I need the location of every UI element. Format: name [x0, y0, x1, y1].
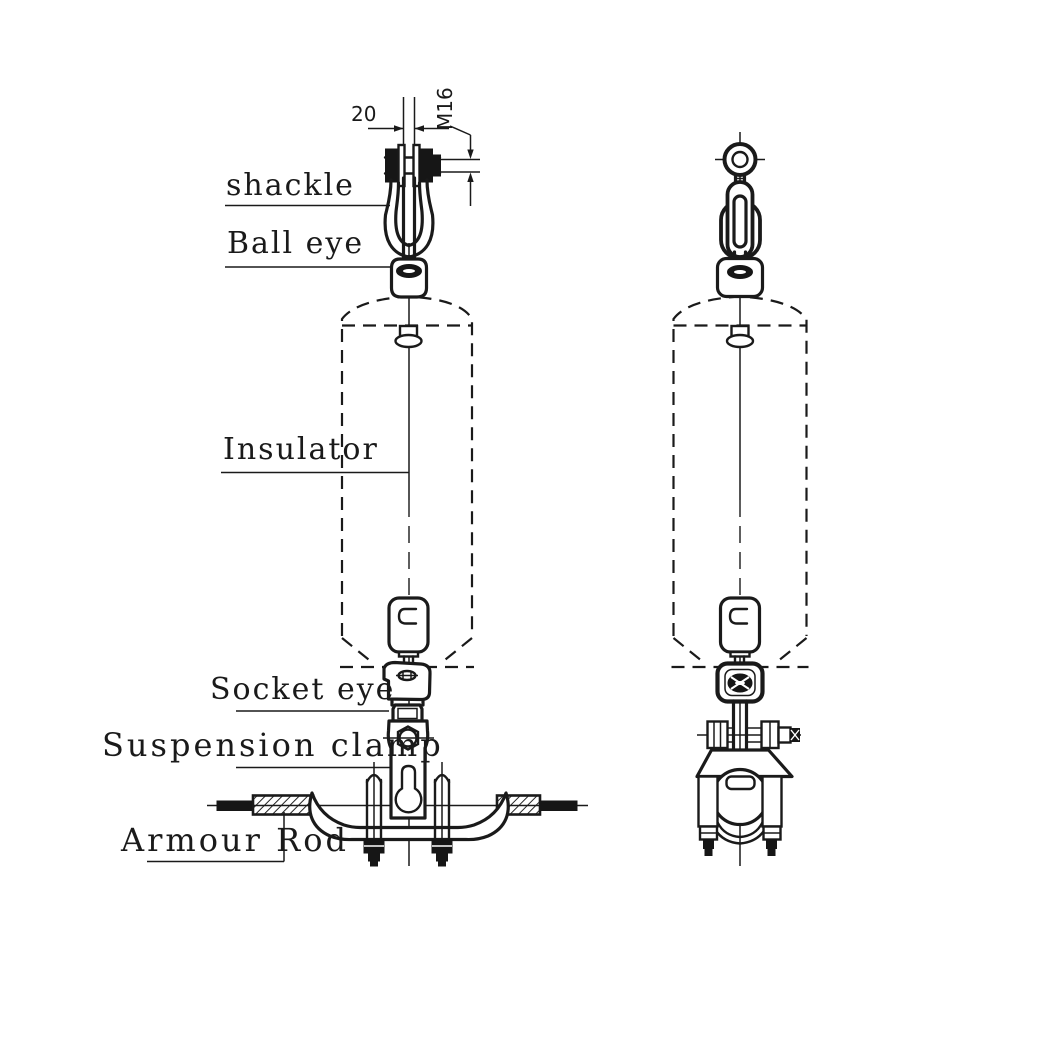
- clamp-bolt-side: [697, 699, 801, 755]
- dim-m16-text: M16: [433, 87, 457, 130]
- suspension-clamp-strap: [383, 697, 434, 820]
- armour-rod-left: [251, 794, 315, 816]
- side-view: [671, 132, 809, 866]
- front-labels: shackle Ball eye Insulator Socket eye Su…: [102, 168, 444, 863]
- ball-eye-socket-cap: [389, 257, 429, 299]
- socket-eye-front: [382, 660, 432, 702]
- dimension-20: 20: [351, 97, 449, 150]
- clamp-u-bolts-front: [363, 762, 453, 867]
- shackle-side-links: [719, 180, 762, 265]
- label-shackle: shackle: [226, 168, 355, 203]
- insulator-pin-side: [725, 324, 755, 349]
- label-ball-eye: Ball eye: [227, 226, 364, 261]
- suspension-clamp-body-side: [695, 748, 794, 856]
- shackle-bolt: [383, 143, 442, 188]
- insulator-bottom-socket-side: [718, 596, 762, 665]
- label-socket-eye: Socket eye: [210, 672, 395, 707]
- label-insulator: Insulator: [223, 432, 379, 467]
- insulator-bottom-socket-front: [387, 596, 430, 666]
- suspension-clamp-body-front: [308, 791, 510, 842]
- dimension-m16: M16: [430, 87, 480, 206]
- label-armour-rod: Armour Rod: [120, 821, 349, 859]
- label-suspension-clamp: Suspension clamp: [102, 726, 444, 764]
- socket-eye-side: [715, 661, 765, 704]
- insulator-pin-front: [394, 324, 423, 349]
- dim-20-text: 20: [351, 102, 376, 126]
- front-view: 20 M16: [102, 87, 588, 867]
- ball-eye-socket-cap-side: [715, 256, 765, 299]
